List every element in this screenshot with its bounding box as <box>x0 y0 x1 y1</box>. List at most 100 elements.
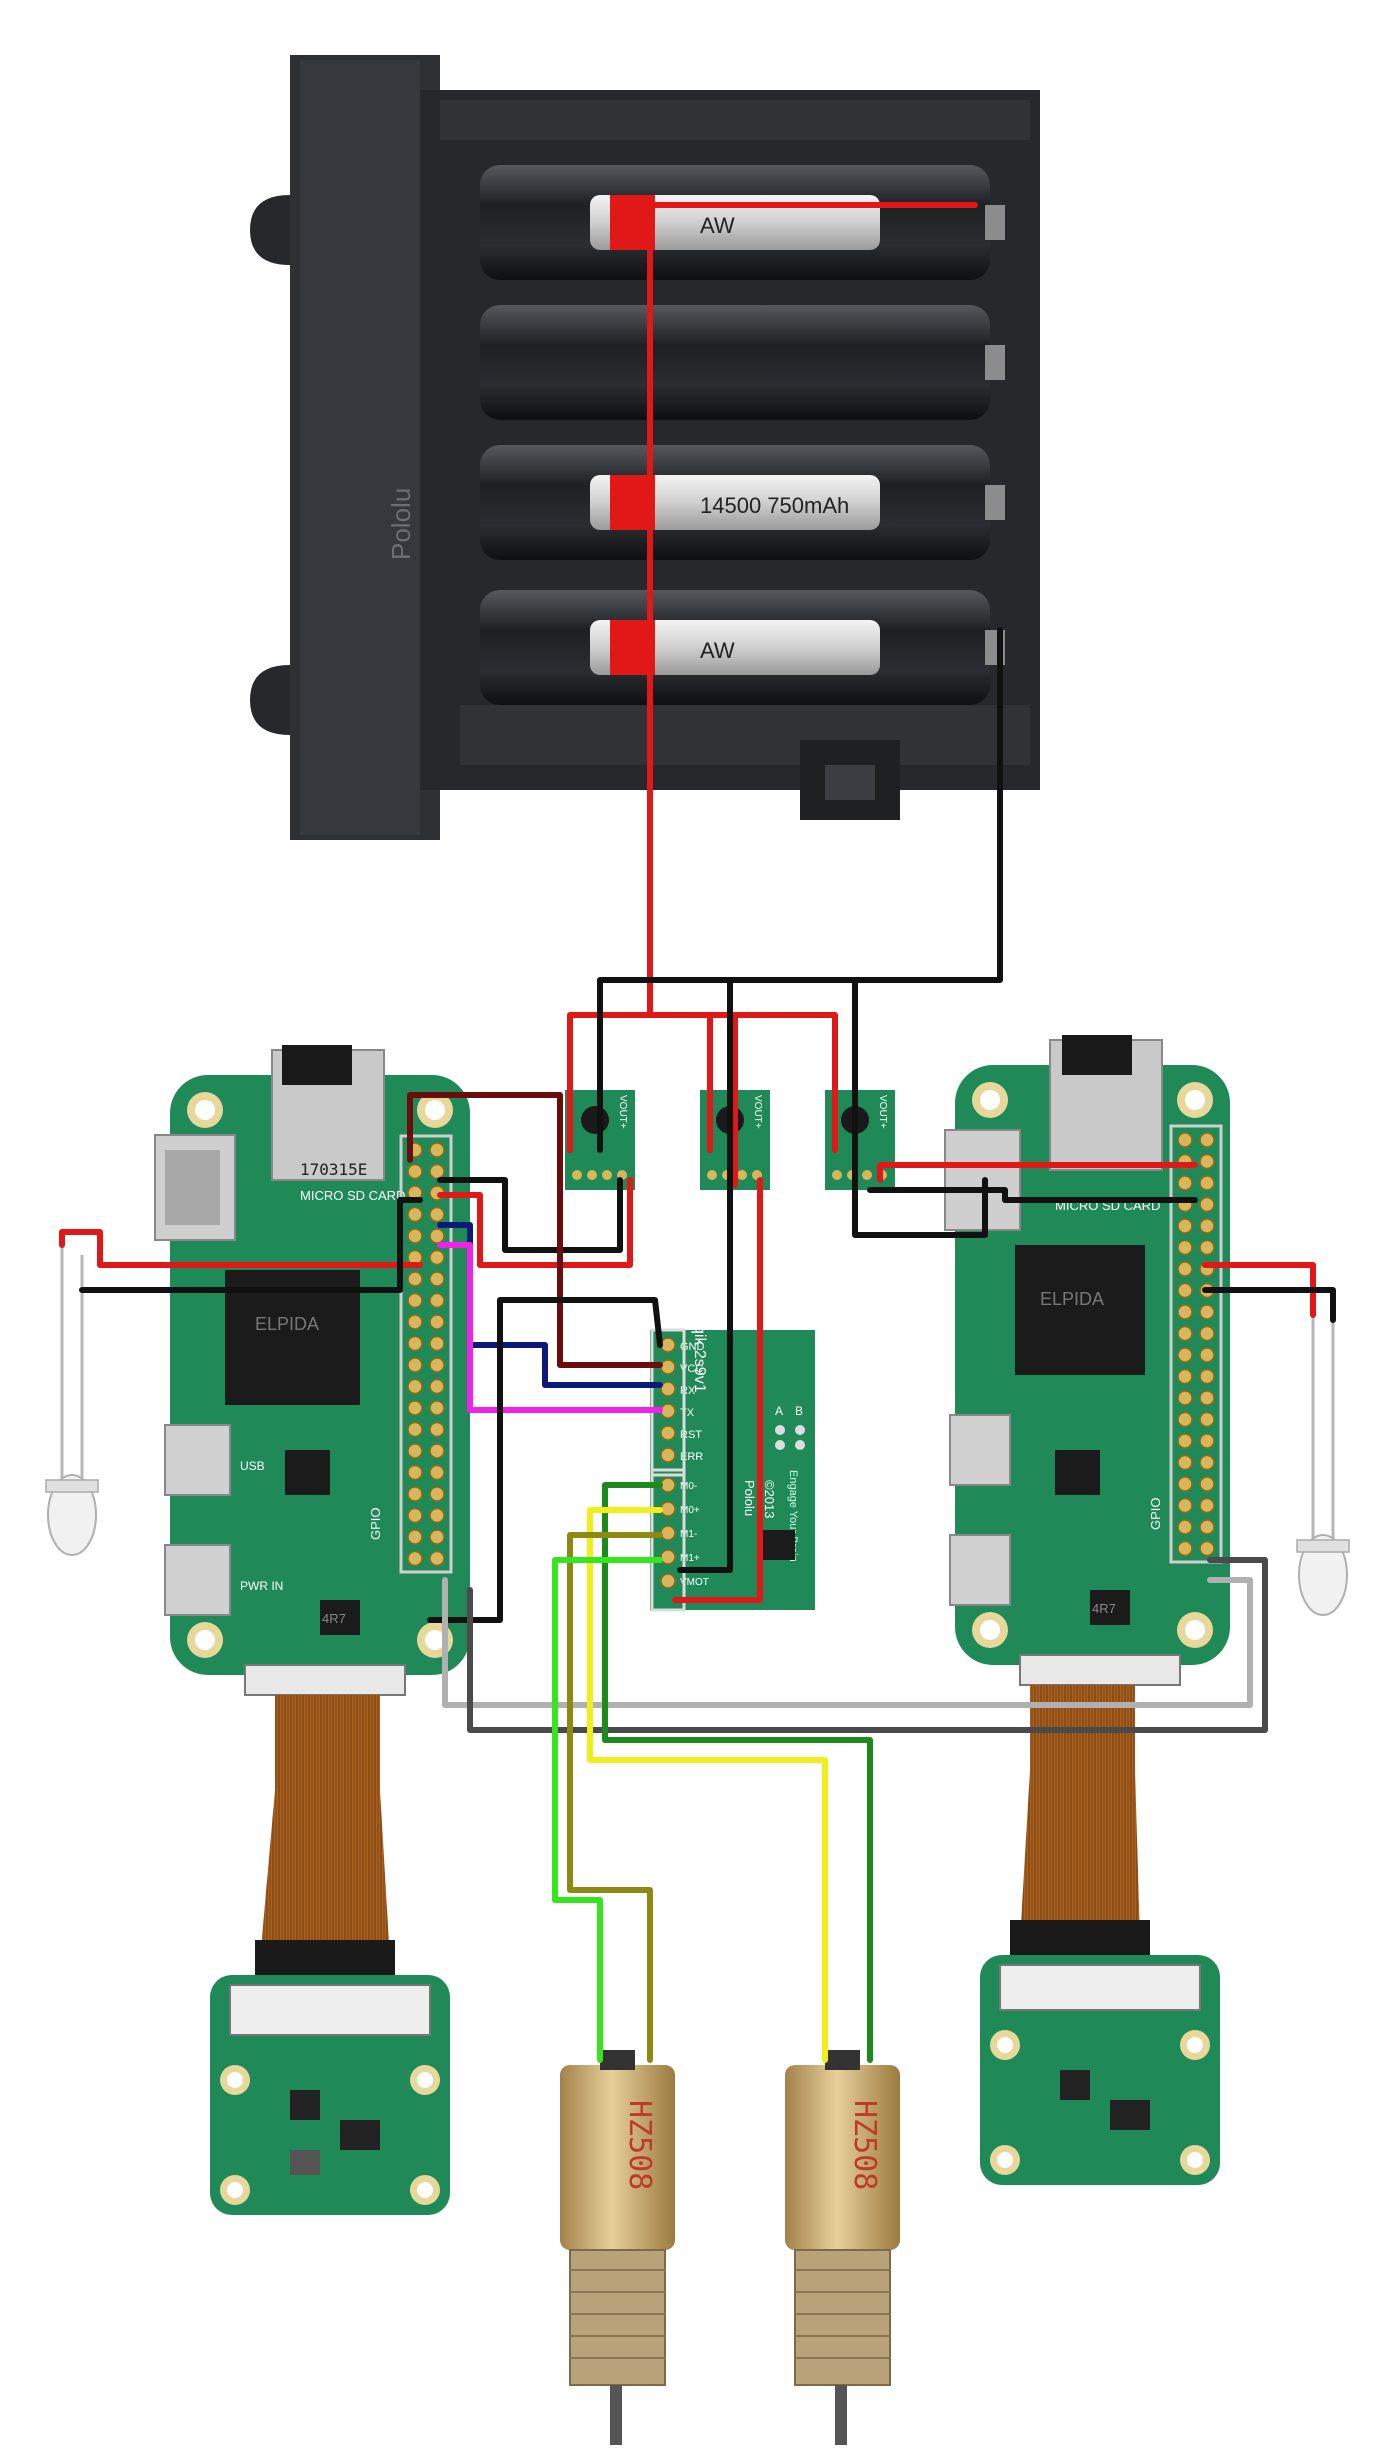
gpio-pin <box>407 1163 423 1180</box>
controller-pin <box>660 1337 676 1353</box>
led-right <box>1296 1315 1350 1616</box>
wire-logic-power <box>407 1092 663 1368</box>
regulator-pin <box>602 1170 612 1180</box>
gpio-pin <box>429 1464 445 1481</box>
wire-serial-rx <box>437 1242 663 1413</box>
battery-cell: 14500 750mAh <box>480 445 1005 560</box>
gpio-pin <box>1199 1454 1215 1471</box>
cell-wrap <box>590 475 880 530</box>
gpio-pin <box>1199 1218 1215 1234</box>
controller-pin-label: VCC <box>680 1363 703 1375</box>
gpio-pin <box>1177 1476 1193 1492</box>
gpio-pin <box>1199 1153 1215 1170</box>
gpio-pin <box>429 1507 445 1524</box>
soc-brand-right: ELPIDA <box>1040 1289 1104 1309</box>
gpio-pin <box>407 1206 423 1223</box>
controller-pin <box>660 1501 676 1517</box>
wire-pi-link-2 <box>467 1557 1268 1733</box>
gpio-pin <box>1177 1325 1193 1342</box>
wire-reg-power-left <box>437 1177 633 1268</box>
gpio-pin <box>1177 1347 1193 1363</box>
gpio-pin <box>407 1550 423 1567</box>
wire-reg-ground-right <box>867 1187 1198 1203</box>
regulator-pin <box>737 1170 747 1180</box>
gpio-pin <box>1199 1411 1215 1428</box>
gpio-pin <box>407 1529 423 1545</box>
sd-slot-label: MICRO SD CARD <box>300 1188 405 1203</box>
holder-brand-text: Pololu <box>386 488 416 560</box>
controller-pin <box>660 1477 676 1493</box>
gpio-pin <box>429 1335 445 1352</box>
controller-pin-label: ERR <box>680 1451 703 1463</box>
regulator-inductor <box>581 1106 609 1134</box>
battery-cell <box>480 305 1005 420</box>
motor-can <box>785 2065 900 2250</box>
gpio-pin <box>407 1486 423 1502</box>
gpio-pin <box>429 1357 445 1373</box>
wire-reg-power-right <box>877 1162 1198 1183</box>
controller-pin <box>660 1549 676 1565</box>
gpio-pin <box>1199 1347 1215 1363</box>
gpio-pin <box>1177 1239 1193 1256</box>
inductor-label-right: 4R7 <box>1092 1601 1116 1616</box>
soc-brand: ELPIDA <box>255 1314 319 1334</box>
motor-gearbox <box>569 2249 666 2386</box>
motor-gearbox <box>794 2249 891 2386</box>
wire-motor-m1-minus <box>567 1532 663 2063</box>
gpio-pin <box>407 1335 423 1352</box>
wire-reg-ground-left <box>437 1177 623 1253</box>
gpio-pin <box>429 1142 445 1158</box>
motor-endcap <box>600 2050 635 2070</box>
wire-motor-m1-plus <box>552 1557 663 2063</box>
gpio-pin <box>407 1443 423 1459</box>
gpio-pin <box>1177 1368 1193 1385</box>
cell-label: AW <box>700 638 735 663</box>
cell-label: AW <box>700 213 735 238</box>
gpio-pin <box>1177 1304 1193 1320</box>
battery-cell: AW <box>480 590 1005 705</box>
gpio-pin <box>429 1400 445 1416</box>
wire-battery-positive-branch <box>707 1012 738 1188</box>
jumper-label-b: B <box>795 1404 803 1418</box>
sd-card-text: 170315E <box>300 1160 367 1179</box>
gpio-pin <box>1199 1196 1215 1213</box>
controller-header-outline <box>650 1468 686 1612</box>
gpio-pin <box>1177 1175 1193 1191</box>
controller-pin <box>660 1425 676 1441</box>
gpio-pin <box>407 1464 423 1481</box>
controller-pin-label: TX <box>680 1407 695 1419</box>
pwr-label: PWR IN <box>240 1579 283 1593</box>
cell-label: 14500 750mAh <box>700 493 849 518</box>
gpio-pin <box>429 1550 445 1567</box>
gpio-pin <box>1199 1476 1215 1492</box>
gpio-pin <box>1199 1433 1215 1449</box>
gpio-pin <box>407 1507 423 1524</box>
raspberry-pi-zero-left: 170315E MICRO SD CARD ELPIDA USB PWR IN … <box>154 1045 470 1696</box>
wire-led-left-anode <box>59 1229 423 1268</box>
gpio-pin <box>407 1400 423 1416</box>
gpio-pin <box>1199 1175 1215 1191</box>
motor-can <box>560 2065 675 2250</box>
wire-led-right-anode <box>1202 1262 1316 1318</box>
gpio-label: GPIO <box>368 1507 383 1540</box>
wire-vmot <box>672 1177 763 1603</box>
gpio-pin <box>429 1206 445 1223</box>
motor-label: HZ508 <box>622 2100 657 2190</box>
camera-right <box>980 1685 1220 2185</box>
gpio-pin <box>1177 1411 1193 1428</box>
gpio-pin <box>429 1292 445 1309</box>
gpio-pin <box>1199 1368 1215 1385</box>
controller-pin-label: RX <box>680 1385 696 1397</box>
wire-pi-link-1 <box>442 1577 1253 1708</box>
wire-led-right-cathode <box>1202 1287 1336 1323</box>
regulator-pin <box>862 1170 872 1180</box>
wire-motor-m0-plus <box>587 1507 828 2063</box>
gpio-pin <box>407 1271 423 1287</box>
gpio-pin <box>429 1249 445 1266</box>
gpio-pin <box>429 1314 445 1330</box>
gpio-header-outline <box>1169 1124 1223 1564</box>
wire-motor-m0-minus <box>602 1482 873 2063</box>
gpio-pin <box>429 1271 445 1287</box>
gpio-pin <box>1177 1454 1193 1471</box>
controller-pin-label: M0- <box>680 1481 697 1492</box>
